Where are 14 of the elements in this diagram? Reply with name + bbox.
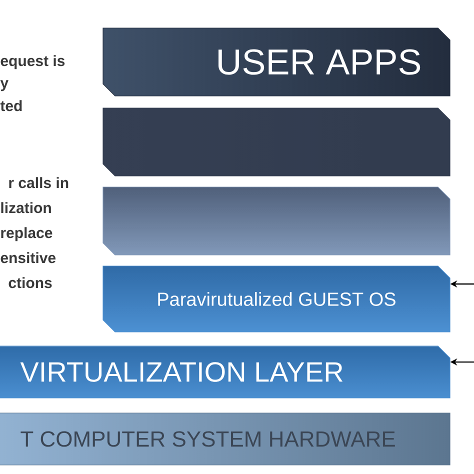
layer-box: USER APPS bbox=[102, 28, 450, 96]
side-note: lization bbox=[1, 202, 51, 214]
side-note: equest is bbox=[0, 55, 65, 70]
layer-box: Paravirutualized GUEST OS bbox=[102, 266, 450, 332]
side-note: r calls in bbox=[9, 177, 68, 188]
layer-box bbox=[102, 108, 450, 176]
side-note: replace bbox=[1, 227, 52, 242]
side-note: ensitive bbox=[0, 252, 56, 264]
layer-box: VIRTUALIZATION LAYER bbox=[0, 346, 450, 398]
side-note: ted bbox=[0, 100, 22, 112]
layer-box: T COMPUTER SYSTEM HARDWARE bbox=[0, 412, 450, 466]
side-note: y bbox=[0, 80, 8, 92]
side-note: ctions bbox=[8, 277, 52, 288]
layer-box bbox=[102, 186, 450, 256]
